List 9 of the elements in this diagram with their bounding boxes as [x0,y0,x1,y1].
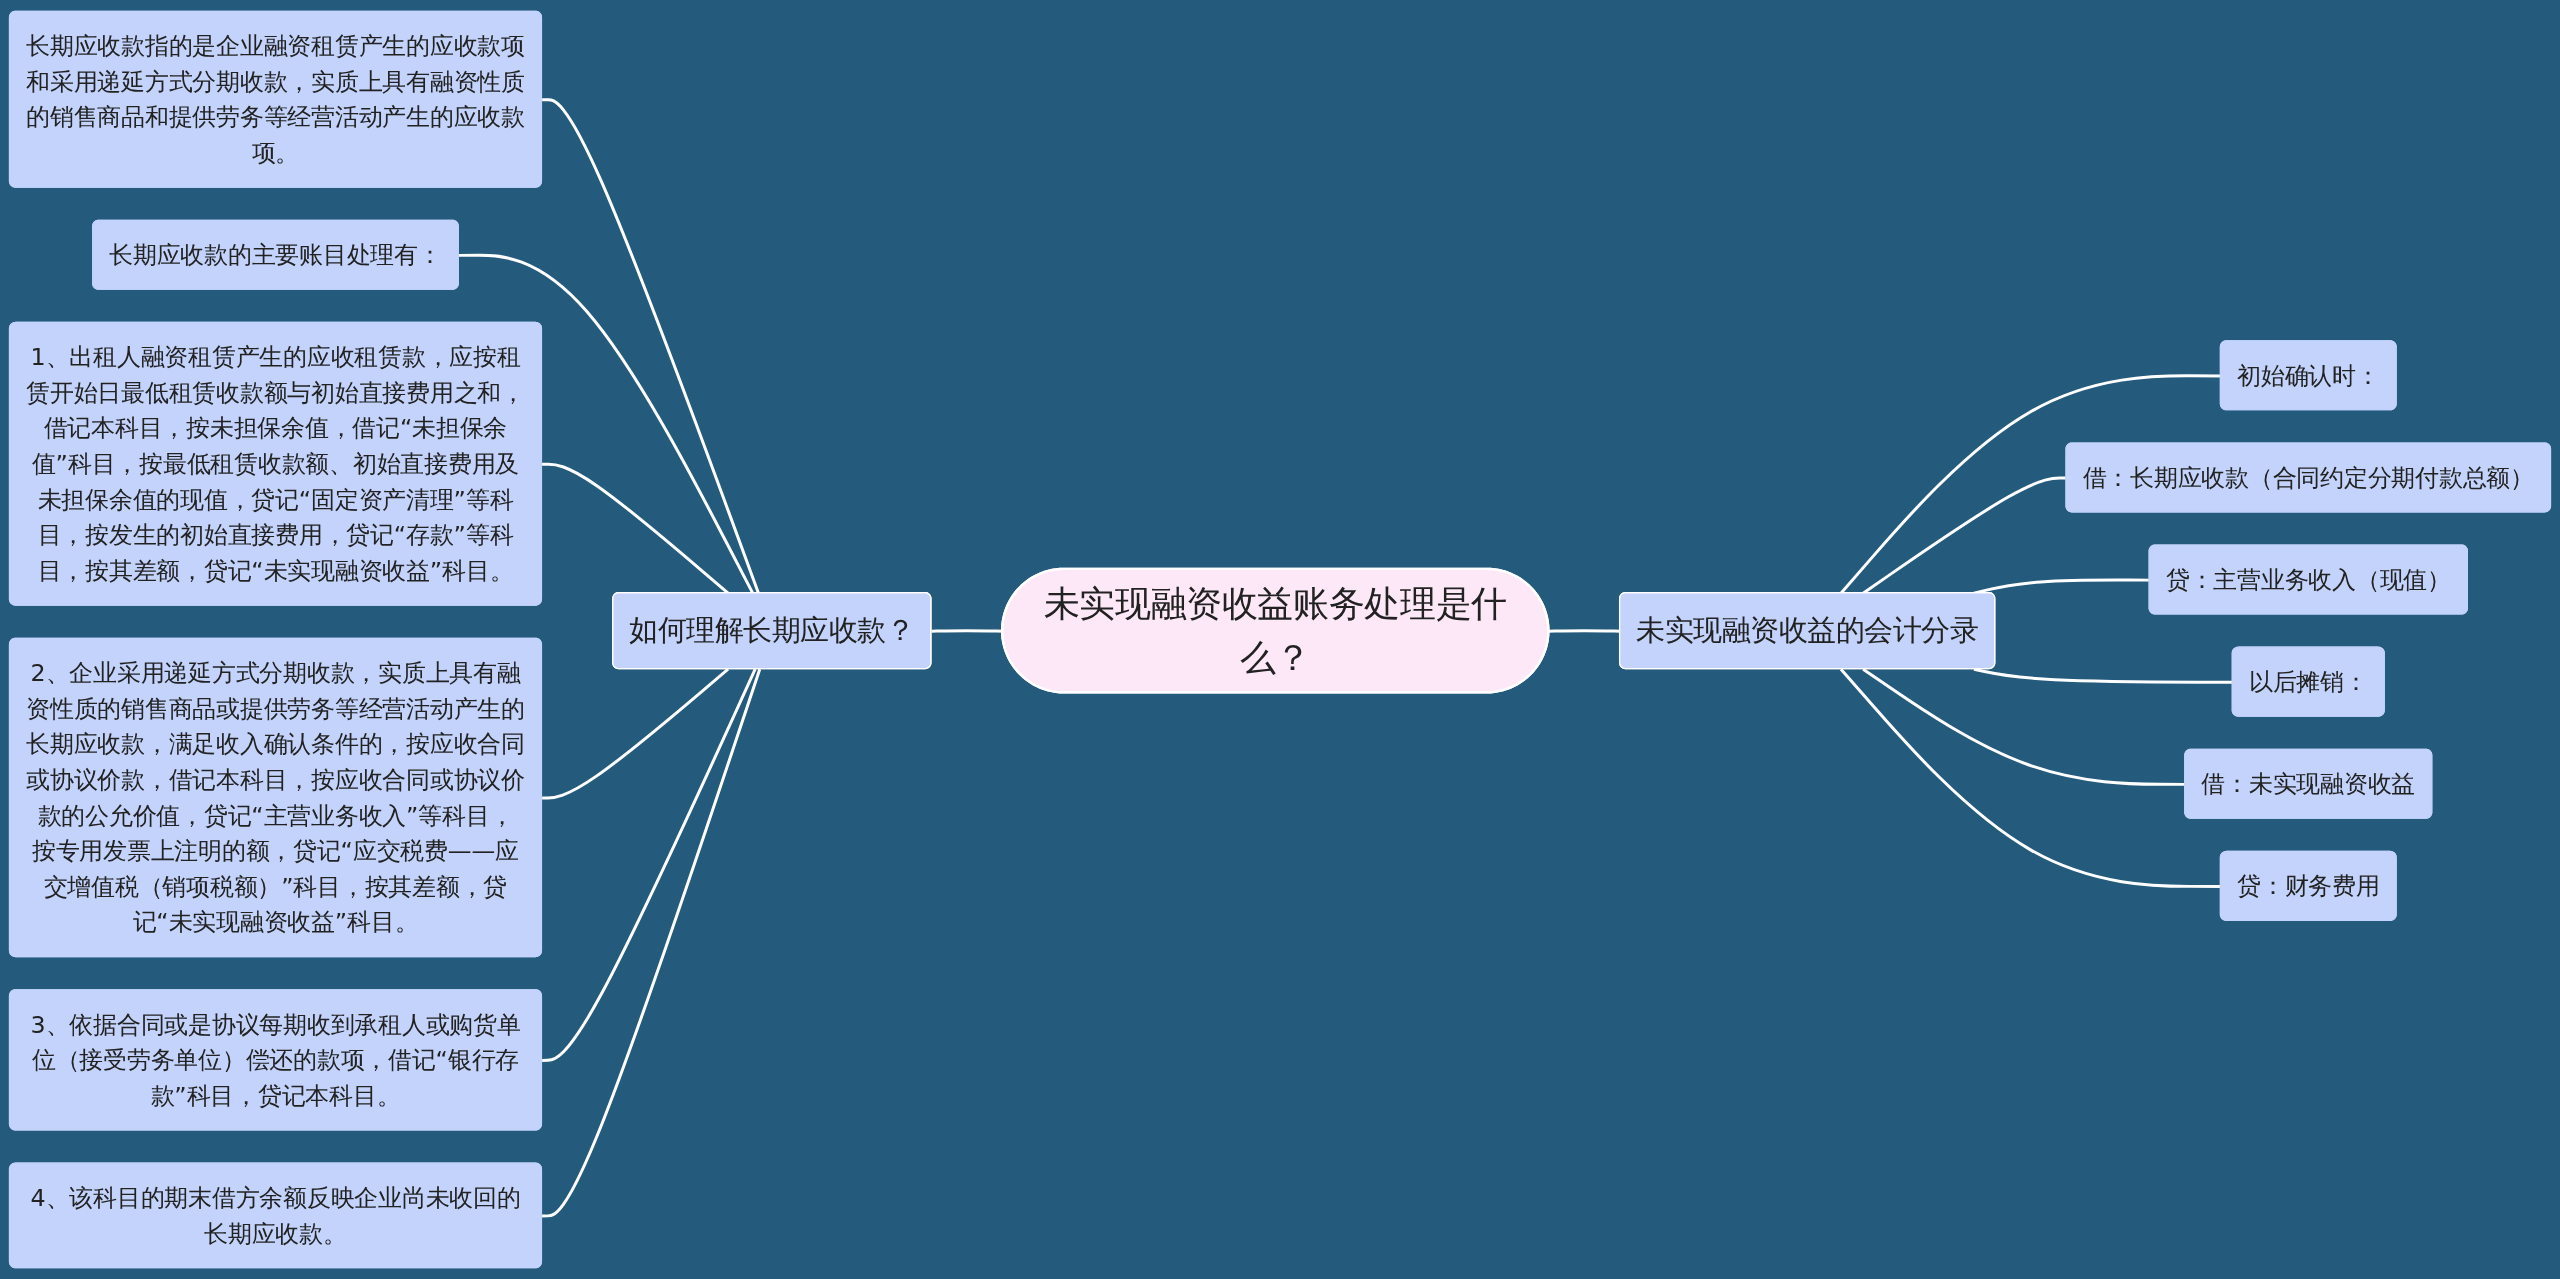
connector [931,629,1003,633]
connector [1839,374,2221,595]
connector [1973,667,2233,684]
connector [542,668,757,1062]
connector [542,668,729,800]
connector [542,668,762,1218]
connector [542,98,760,594]
connector [1839,668,2221,888]
connector [458,253,755,594]
